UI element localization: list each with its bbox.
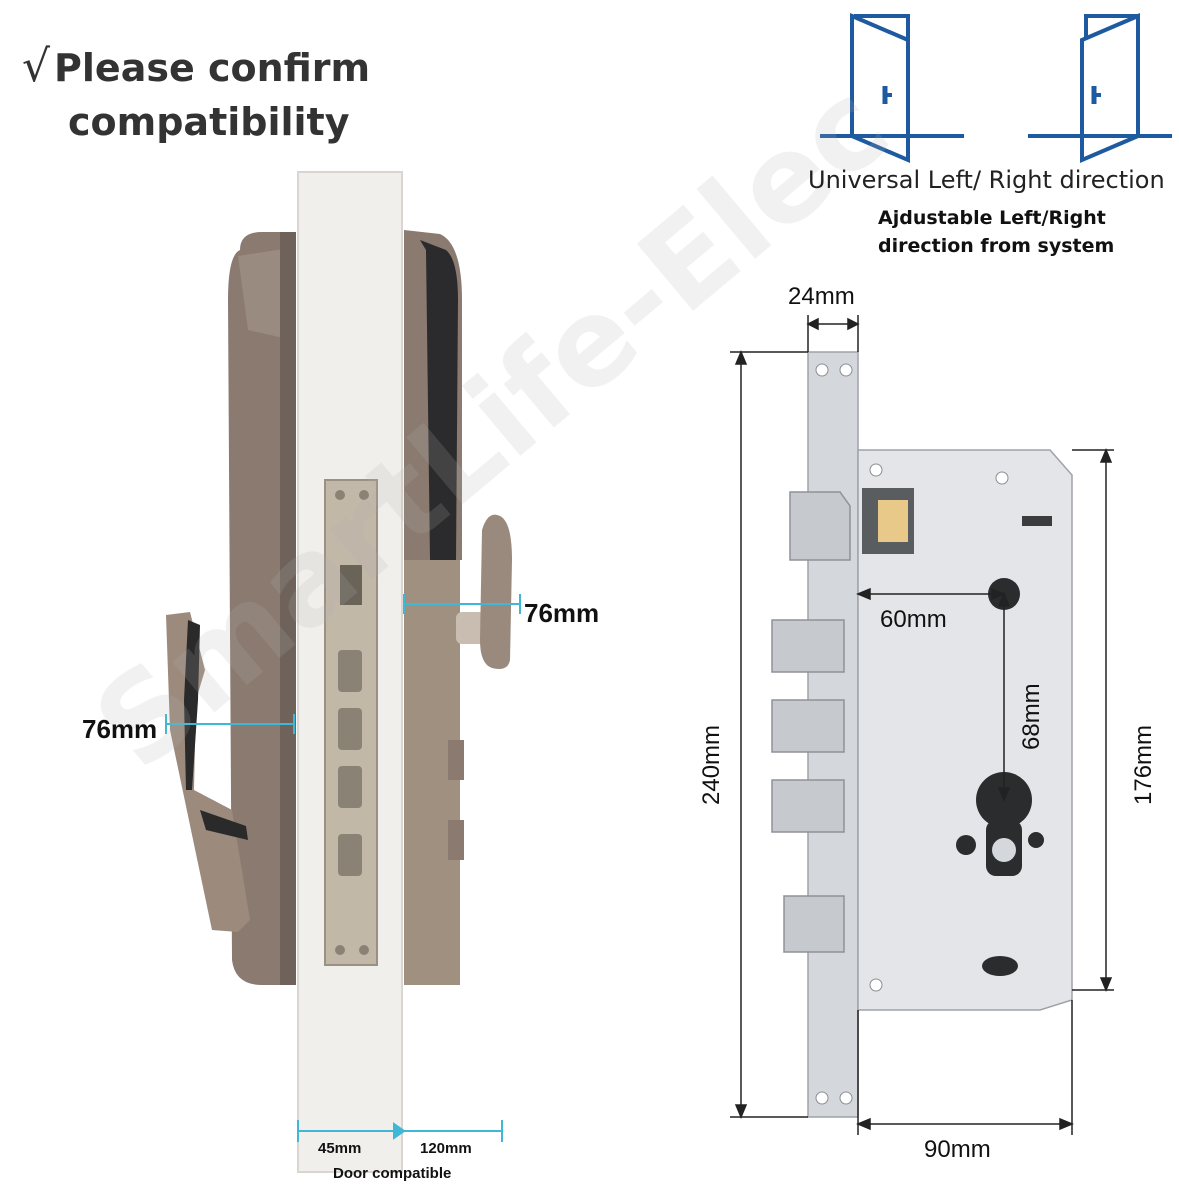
direction-subtitle-line-1: Ajdustable Left/Right (878, 207, 1106, 229)
outer-handle (166, 612, 250, 932)
total-height-label: 240mm (698, 724, 725, 805)
direction-subtitle-line-2: direction from system (878, 235, 1115, 257)
case-width-label: 90mm (924, 1136, 991, 1163)
faceplate-width-label: 24mm (788, 283, 855, 310)
title-line-2: compatibility (68, 100, 350, 144)
handle-dimension-lines (165, 594, 521, 734)
door-thickness-line (297, 1120, 503, 1142)
case-height-label: 176mm (1130, 724, 1157, 805)
backset-label: 60mm (880, 606, 947, 633)
door-compatible-caption: Door compatible (333, 1165, 452, 1182)
inner-knob (456, 514, 512, 669)
latch-bolts (771, 491, 851, 953)
page-title: √Please confirm compatibility (22, 40, 370, 149)
direction-title: Universal Left/ Right direction (808, 166, 1165, 194)
center-distance-label: 68mm (1018, 683, 1045, 750)
inner-lock-body (404, 230, 464, 985)
check-mark-icon: √ (22, 41, 51, 92)
mortise-dimension-lines (730, 315, 1114, 1135)
handle-outer-label: 76mm (82, 714, 158, 744)
right-door-icon (1028, 12, 1172, 164)
door-max-label: 120mm (420, 1140, 472, 1157)
direction-subtitle: Ajdustable Left/Right direction from sys… (878, 204, 1114, 260)
door-min-label: 45mm (318, 1140, 362, 1157)
outer-lock-body (228, 232, 296, 985)
handle-inner-label: 76mm (524, 598, 600, 628)
door-faceplate (324, 479, 378, 966)
title-line-1: Please confirm (54, 46, 371, 90)
left-door-icon (820, 12, 964, 164)
